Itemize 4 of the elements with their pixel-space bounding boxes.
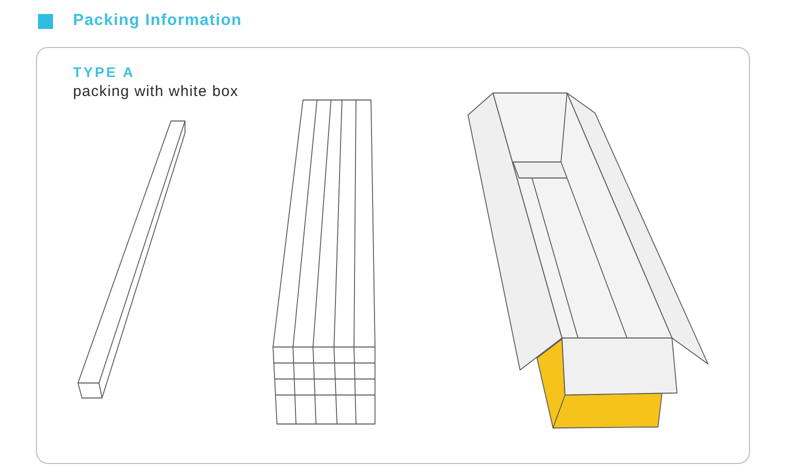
packing-description: packing with white box [73, 83, 238, 101]
type-heading: TYPE A [73, 64, 136, 80]
packing-panel [36, 47, 750, 464]
section-title: Packing Information [73, 11, 242, 31]
